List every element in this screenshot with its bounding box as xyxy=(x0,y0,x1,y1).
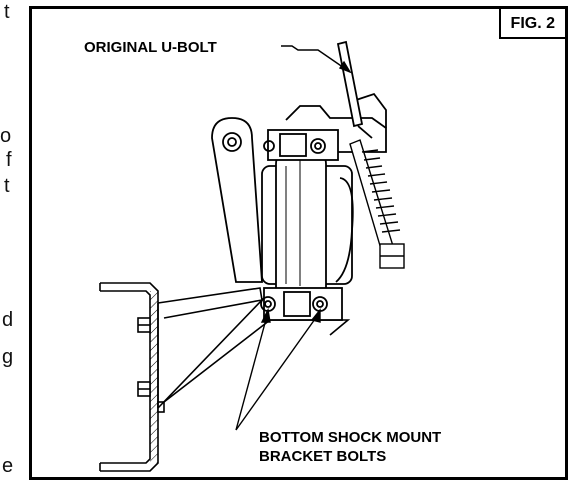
bottom-bolts-callout-line2: BRACKET BOLTS xyxy=(259,448,387,465)
upper-mount-clamp xyxy=(263,92,387,161)
leader-lines xyxy=(235,45,352,431)
edge-fragment: g xyxy=(2,346,14,368)
bottom-bolts-callout-line1: BOTTOM SHOCK MOUNT xyxy=(259,429,442,446)
edge-fragment: t xyxy=(4,1,10,23)
rod-threads xyxy=(361,149,401,233)
edge-fragment: t xyxy=(4,175,10,197)
edge-fragment: d xyxy=(2,309,14,331)
page-edge-text: t o f t d g e xyxy=(0,0,20,485)
shock-absorber xyxy=(261,153,354,291)
edge-fragment: e xyxy=(2,455,14,477)
frame-rail xyxy=(99,282,165,472)
original-u-bolt xyxy=(336,40,373,139)
radius-arm xyxy=(211,117,263,283)
figure-frame: FIG. 2 xyxy=(29,6,568,480)
edge-fragment: f xyxy=(6,149,12,171)
figure-label: FIG. 2 xyxy=(498,9,565,39)
threaded-rod xyxy=(349,139,405,269)
lower-mount-clamp xyxy=(260,287,343,321)
edge-fragment: o xyxy=(0,125,12,147)
original-u-bolt-callout: ORIGINAL U-BOLT xyxy=(84,39,217,56)
